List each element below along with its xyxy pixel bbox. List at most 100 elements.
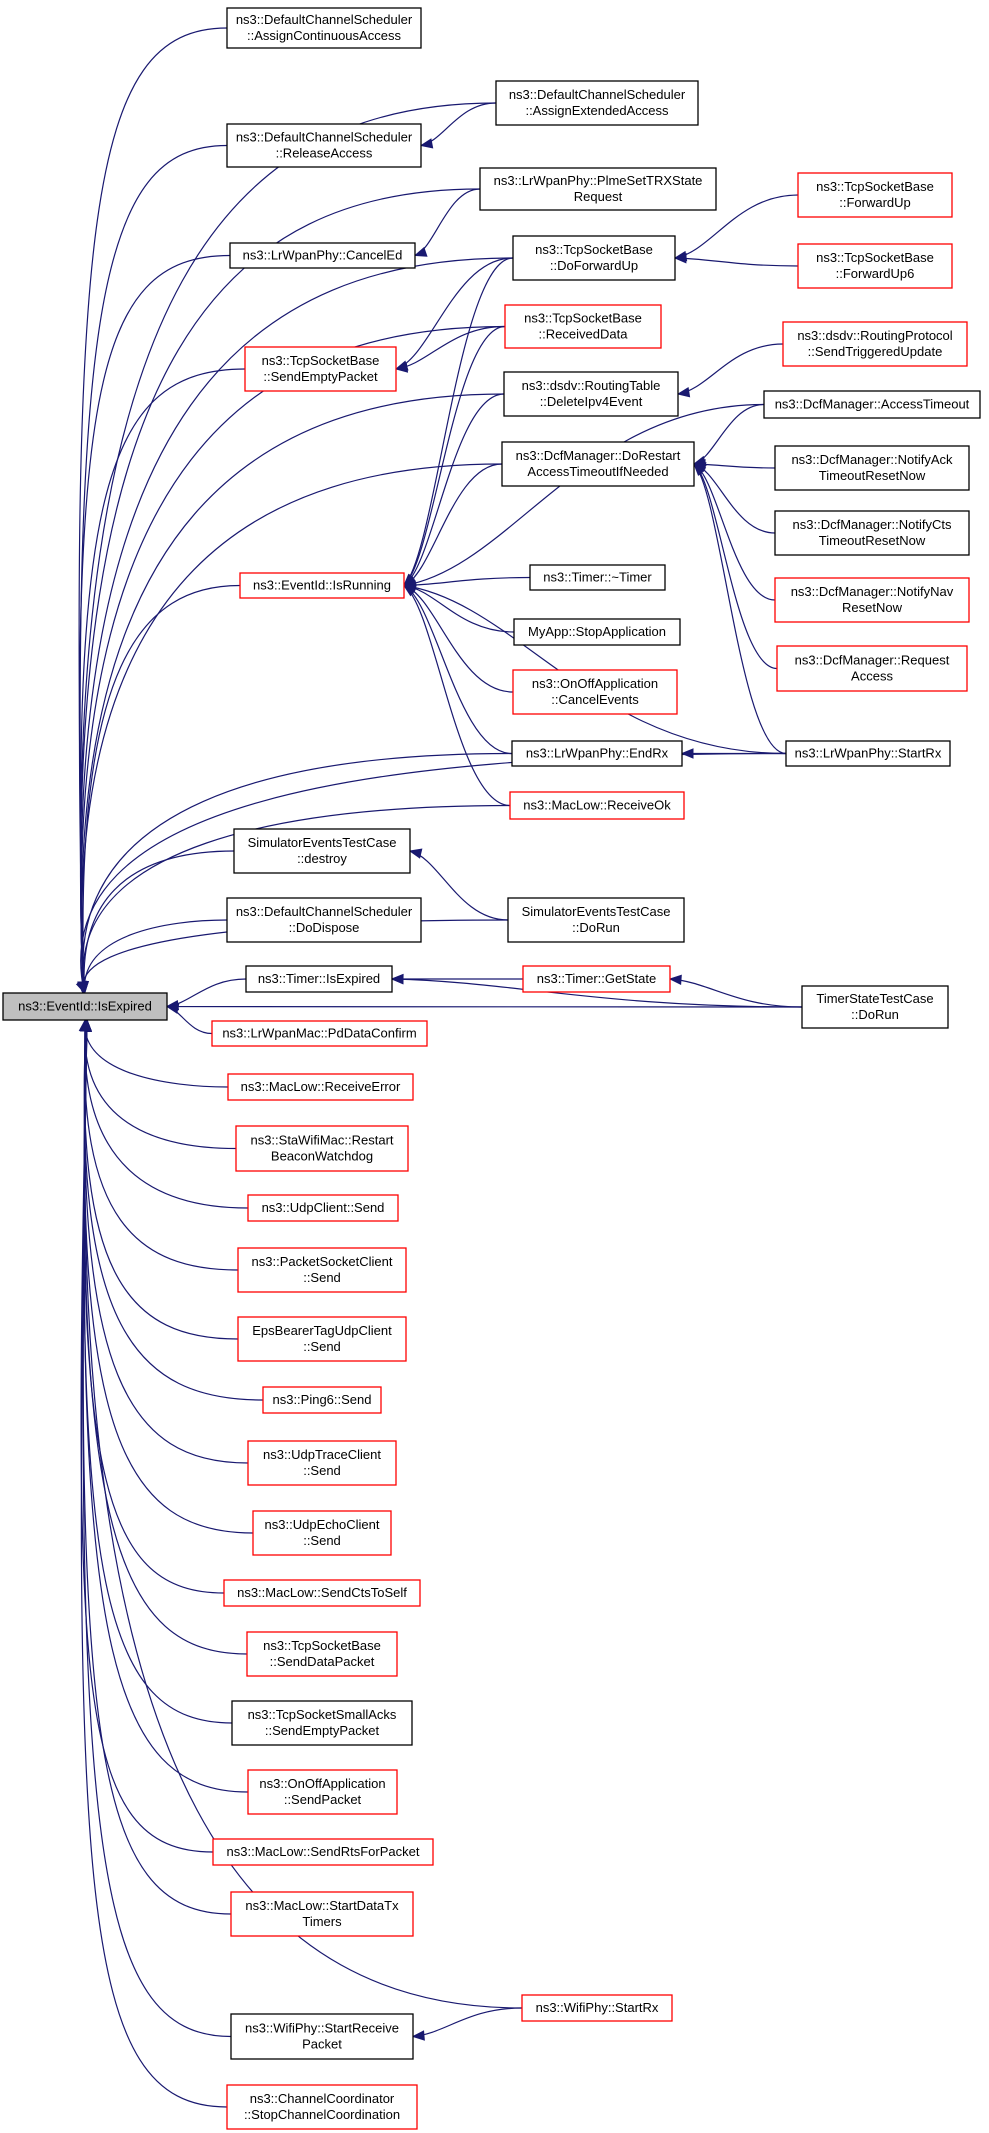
node-do-dispose[interactable]: ns3::DefaultChannelScheduler::DoDispose [226, 897, 422, 943]
edge-mac-recv-err-to-root [84, 1019, 229, 1088]
edge-del-ipv4-to-is-running [403, 393, 505, 587]
node-label-line: ns3::UdpTraceClient [263, 1447, 381, 1462]
node-box [223, 1579, 421, 1607]
node-label-line: ::Send [303, 1463, 341, 1478]
node-timer-state-do-run[interactable]: TimerStateTestCase::DoRun [801, 985, 949, 1029]
node-onoff-cancel[interactable]: ns3::OnOffApplication::CancelEvents [512, 669, 678, 715]
node-small-acks[interactable]: ns3::TcpSocketSmallAcks::SendEmptyPacket [231, 1700, 413, 1746]
node-label-line: ns3::TcpSocketBase [262, 353, 380, 368]
node-tcp-send-data[interactable]: ns3::TcpSocketBase::SendDataPacket [246, 1631, 398, 1677]
node-box [227, 1073, 414, 1101]
node-do-restart[interactable]: ns3::DcfManager::DoRestartAccessTimeoutI… [501, 441, 695, 487]
node-label-line: ::Send [303, 1270, 341, 1285]
node-my-app-stop[interactable]: MyApp::StopApplication [513, 618, 681, 646]
edge-send-rts-to-root [80, 1019, 214, 1853]
node-pd-data-conf[interactable]: ns3::LrWpanMac::PdDataConfirm [211, 1020, 428, 1047]
node-label-line: ns3::MacLow::SendCtsToSelf [237, 1585, 407, 1600]
node-pkt-sock-send[interactable]: ns3::PacketSocketClient::Send [237, 1247, 407, 1293]
edge-start-data-tx-to-root [82, 1019, 232, 1915]
node-assign-cont[interactable]: ns3::DefaultChannelScheduler::AssignCont… [226, 7, 422, 49]
node-label-line: ns3::Ping6::Send [272, 1392, 371, 1407]
node-box [235, 1125, 409, 1172]
node-box [247, 1194, 399, 1222]
node-udp-client-send[interactable]: ns3::UdpClient::Send [247, 1194, 399, 1222]
node-ping6-send[interactable]: ns3::Ping6::Send [262, 1386, 382, 1414]
edge-tcp-fwd-to-do-fwd-up [674, 194, 799, 259]
node-label-line: ::ForwardUp [839, 195, 911, 210]
arrowhead-tcp-fwd6-to-do-fwd-up [673, 253, 687, 264]
edge-sim-destroy-to-root [83, 850, 235, 994]
graph-nodes: ns3::EventId::IsExpired ns3::DefaultChann… [2, 7, 981, 2130]
node-label-line: ns3::MacLow::StartDataTx [245, 1898, 399, 1913]
node-box [522, 965, 671, 993]
node-release-acc[interactable]: ns3::DefaultChannelScheduler::ReleaseAcc… [226, 123, 422, 168]
node-label-line: ns3::ChannelCoordinator [250, 2091, 395, 2106]
node-box [230, 2013, 414, 2060]
node-label-line: Timers [302, 1914, 342, 1929]
node-notify-ack[interactable]: ns3::DcfManager::NotifyAckTimeoutResetNo… [774, 445, 970, 491]
node-do-fwd-up[interactable]: ns3::TcpSocketBase::DoForwardUp [512, 235, 676, 281]
node-label-line: ::ForwardUp6 [836, 266, 915, 281]
node-box [246, 1631, 398, 1677]
node-tcp-fwd[interactable]: ns3::TcpSocketBase::ForwardUp [797, 172, 953, 218]
node-label-line: ::ReleaseAccess [276, 146, 373, 161]
edge-onoff-cancel-to-is-running [403, 584, 514, 693]
node-del-ipv4[interactable]: ns3::dsdv::RoutingTable::DeleteIpv4Event [503, 371, 679, 417]
node-label-line: ns3::Timer::GetState [537, 971, 656, 986]
node-label-line: ns3::TcpSocketBase [816, 250, 934, 265]
node-end-rx[interactable]: ns3::LrWpanPhy::EndRx [511, 740, 683, 767]
node-chan-coord[interactable]: ns3::ChannelCoordinator::StopChannelCoor… [226, 2084, 418, 2130]
node-box [521, 1994, 673, 2022]
node-label-line: ns3::TcpSocketSmallAcks [248, 1707, 397, 1722]
edge-send-empty-to-root [80, 368, 246, 994]
node-sim-destroy[interactable]: SimulatorEventsTestCase::destroy [233, 828, 411, 874]
node-label-line: ResetNow [842, 600, 903, 615]
node-mac-recv-err[interactable]: ns3::MacLow::ReceiveError [227, 1073, 414, 1101]
edge-timer-state-do-run-to-root [161, 1005, 803, 1008]
node-send-cts-self[interactable]: ns3::MacLow::SendCtsToSelf [223, 1579, 421, 1607]
node-lr-start-rx[interactable]: ns3::LrWpanPhy::StartRx [785, 740, 951, 767]
node-send-empty[interactable]: ns3::TcpSocketBase::SendEmptyPacket [244, 346, 397, 392]
edge-del-ipv4-to-root [81, 393, 505, 994]
node-send-rts[interactable]: ns3::MacLow::SendRtsForPacket [212, 1838, 434, 1866]
node-sim-do-run[interactable]: SimulatorEventsTestCase::DoRun [507, 897, 685, 943]
node-label-line: ::DoDispose [289, 920, 360, 935]
node-assign-ext[interactable]: ns3::DefaultChannelScheduler::AssignExte… [495, 80, 699, 126]
node-eps-send[interactable]: EpsBearerTagUdpClient::Send [237, 1316, 407, 1362]
node-recv-data[interactable]: ns3::TcpSocketBase::ReceivedData [504, 304, 662, 349]
node-is-running[interactable]: ns3::EventId::IsRunning [239, 572, 405, 599]
node-label-line: ns3::MacLow::SendRtsForPacket [227, 1844, 420, 1859]
node-label-line: Access [851, 669, 893, 684]
node-timer-dtor[interactable]: ns3::Timer::~Timer [529, 564, 666, 591]
node-timer-get-state[interactable]: ns3::Timer::GetState [522, 965, 671, 993]
edge-assign-cont-to-root [78, 27, 228, 994]
node-box [774, 577, 970, 623]
node-mac-recv-ok[interactable]: ns3::MacLow::ReceiveOk [509, 791, 685, 820]
node-onoff-send-pkt[interactable]: ns3::OnOffApplication::SendPacket [247, 1769, 398, 1815]
node-wifi-start-rx[interactable]: ns3::WifiPhy::StartRx [521, 1994, 673, 2022]
edge-mac-recv-ok-to-is-running [403, 585, 511, 807]
node-timer-is-exp[interactable]: ns3::Timer::IsExpired [245, 965, 393, 993]
node-cancel-ed[interactable]: ns3::LrWpanPhy::CancelEd [229, 242, 416, 269]
node-tcp-fwd6[interactable]: ns3::TcpSocketBase::ForwardUp6 [797, 243, 953, 289]
node-notify-cts[interactable]: ns3::DcfManager::NotifyCtsTimeoutResetNo… [774, 510, 970, 556]
arrowhead-sim-do-run-to-root [75, 980, 86, 995]
node-label-line: ::AssignContinuousAccess [247, 28, 401, 43]
node-box [776, 645, 968, 692]
node-send-trig[interactable]: ns3::dsdv::RoutingProtocol::SendTriggere… [782, 321, 968, 367]
node-label-line: ns3::OnOffApplication [259, 1776, 385, 1791]
node-dcf-acc-to[interactable]: ns3::DcfManager::AccessTimeout [763, 390, 981, 419]
edge-notify-cts-to-do-restart [693, 463, 776, 534]
node-label-line: TimerStateTestCase [816, 991, 933, 1006]
root-node-event-id-is-expired[interactable]: ns3::EventId::IsExpired [2, 992, 168, 1021]
node-udp-trace-send[interactable]: ns3::UdpTraceClient::Send [247, 1440, 397, 1486]
node-udp-echo-send[interactable]: ns3::UdpEchoClient::Send [252, 1510, 392, 1556]
node-label-line: ::Send [303, 1533, 341, 1548]
